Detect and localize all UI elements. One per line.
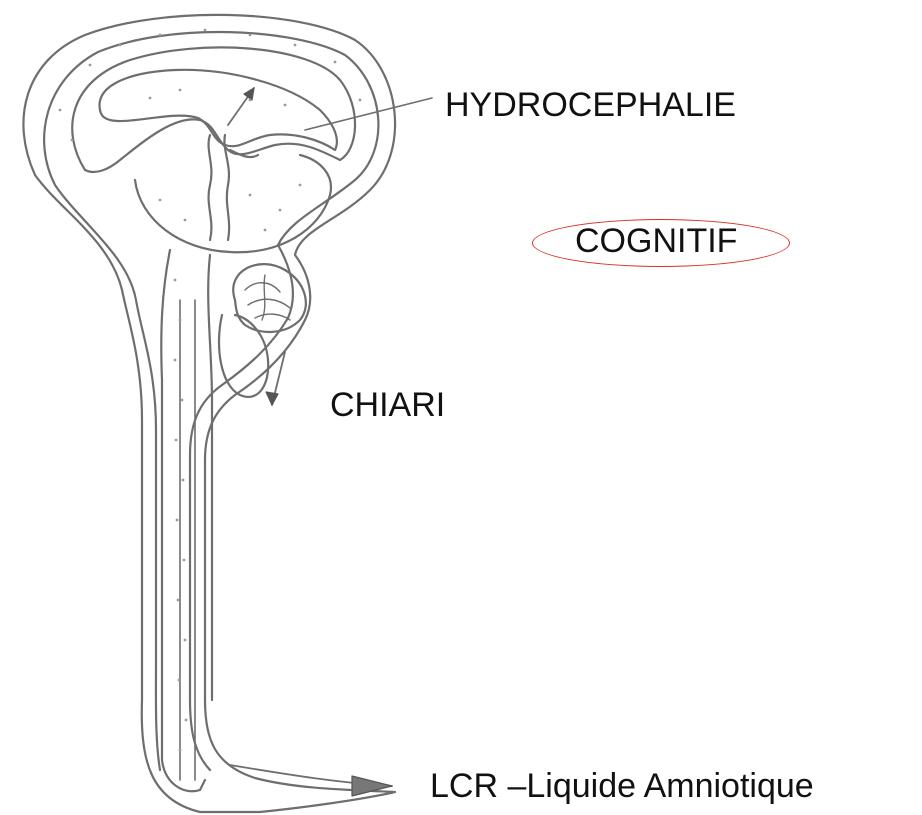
label-cognitif: COGNITIF [575, 224, 737, 258]
brain-lobe [72, 47, 355, 172]
chiari-arrowhead [266, 392, 278, 405]
central-canal [180, 300, 195, 780]
label-hydrocephalie: HYDROCEPHALIE [445, 88, 736, 122]
cerebellum [233, 264, 306, 332]
label-chiari: CHIARI [330, 388, 445, 422]
label-lcr: LCR –Liquide Amniotique [430, 769, 814, 803]
brainstem-mass [135, 155, 331, 252]
ventricle-arrowhead [244, 88, 254, 100]
aqueduct [209, 135, 258, 240]
tonsil-herniation [219, 315, 268, 397]
cerebellum-folia [245, 275, 290, 320]
